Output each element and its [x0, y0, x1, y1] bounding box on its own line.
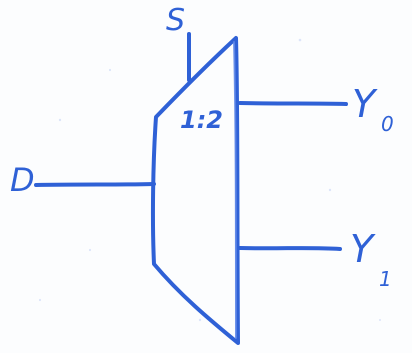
- output-label-y0: Y 0: [352, 82, 394, 136]
- input-line: [34, 182, 156, 187]
- output-line-y0: [238, 101, 348, 106]
- output-label-y1-subscript: 1: [379, 267, 392, 291]
- input-label: D: [10, 161, 35, 199]
- block-ratio-label: 1:2: [180, 106, 223, 134]
- paper-texture: [38, 38, 381, 322]
- output-line-y1: [238, 246, 342, 251]
- demux-body: [150, 36, 240, 345]
- output-label-y0-letter: Y: [352, 82, 378, 126]
- demux-body-overstroke: [233, 41, 237, 339]
- output-label-y1-letter: Y: [350, 227, 376, 271]
- output-label-y1: Y 1: [350, 227, 392, 291]
- select-label: S: [166, 3, 185, 38]
- output-label-y0-subscript: 0: [381, 112, 394, 136]
